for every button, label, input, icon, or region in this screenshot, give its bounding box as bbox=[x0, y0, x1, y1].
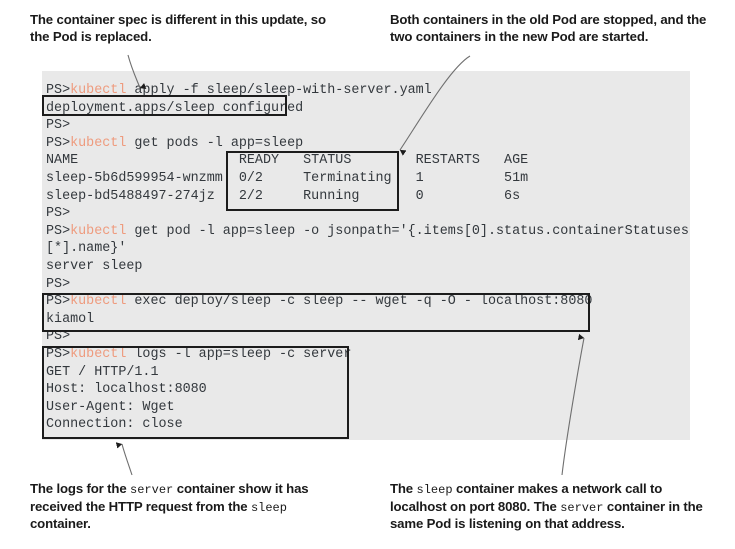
terminal-output-line: sleep-5b6d599954-wnzmm 0/2 Terminating 1… bbox=[46, 170, 529, 186]
terminal-output-line: GET / HTTP/1.1 bbox=[46, 364, 159, 380]
terminal-output-line: User-Agent: Wget bbox=[46, 399, 175, 415]
terminal-command-keyword: kubectl bbox=[70, 346, 127, 362]
highlight-box-logs-output bbox=[42, 346, 349, 439]
terminal-output-line: deployment.apps/sleep configured bbox=[46, 100, 304, 116]
terminal-command-keyword: kubectl bbox=[70, 294, 127, 310]
annotation-bottom-left-code1: server bbox=[130, 483, 174, 497]
terminal-output-line: server sleep bbox=[46, 258, 143, 274]
terminal-output-line: PS> bbox=[46, 206, 71, 222]
terminal-command-line: PS>kubectl logs -l app=sleep -c server bbox=[46, 346, 689, 364]
annotation-top-right: Both containers in the old Pod are stopp… bbox=[390, 12, 707, 44]
terminal-output-line: [*].name}' bbox=[46, 241, 127, 257]
annotation-bottom-left-text3: container. bbox=[30, 516, 91, 531]
terminal-output-line: NAME READY STATUS RESTARTS AGE bbox=[46, 153, 529, 169]
terminal-command-line: PS>kubectl get pods -l app=sleep bbox=[46, 135, 689, 153]
terminal-command-args: logs -l app=sleep -c server bbox=[126, 346, 352, 362]
annotation-bottom-right-code1: sleep bbox=[416, 483, 453, 497]
annotation-bottom-left: The logs for the server container show i… bbox=[30, 481, 320, 533]
terminal-command-args: get pod -l app=sleep -o jsonpath='{.item… bbox=[126, 223, 689, 239]
terminal-prompt: PS> bbox=[46, 83, 71, 98]
terminal-output-line: PS> bbox=[46, 118, 71, 134]
terminal-output-line: Host: localhost:8080 bbox=[46, 382, 207, 398]
terminal-output-line: sleep-bd5488497-274jz 2/2 Running 0 6s bbox=[46, 188, 521, 204]
annotation-bottom-right: The sleep container makes a network call… bbox=[390, 481, 720, 533]
highlight-box-deployment-configured bbox=[42, 95, 287, 116]
terminal-prompt: PS> bbox=[46, 294, 71, 310]
terminal-output-line: kiamol bbox=[46, 311, 95, 327]
annotation-bottom-right-text1: The bbox=[390, 481, 417, 496]
terminal-command-line: PS>kubectl exec deploy/sleep -c sleep --… bbox=[46, 293, 689, 311]
terminal-command-keyword: kubectl bbox=[70, 135, 127, 151]
terminal-command-line: PS>kubectl get pod -l app=sleep -o jsonp… bbox=[46, 223, 689, 241]
annotation-bottom-right-code2: server bbox=[560, 500, 604, 515]
annotation-bottom-right-text3: container in the same Pod is listening o… bbox=[390, 498, 703, 532]
annotation-bottom-left-text1: The logs for the bbox=[30, 481, 131, 496]
terminal-command-line: PS>kubectl apply -f sleep/sleep-with-ser… bbox=[46, 82, 689, 100]
annotation-top-left: The container spec is different in this … bbox=[30, 12, 326, 44]
terminal-output-line: PS> bbox=[46, 276, 71, 292]
leader-line-bottom-left bbox=[115, 442, 133, 476]
terminal-command-keyword: kubectl bbox=[70, 83, 127, 98]
terminal-output-line: Connection: close bbox=[46, 417, 183, 433]
terminal-output-line: PS> bbox=[46, 329, 71, 345]
terminal-prompt: PS> bbox=[46, 223, 71, 239]
annotation-bottom-right-text2: container makes a network call to localh… bbox=[390, 481, 663, 514]
terminal-command-args: exec deploy/sleep -c sleep -- wget -q -O… bbox=[126, 294, 593, 310]
terminal-prompt: PS> bbox=[46, 346, 71, 362]
terminal-command-keyword: kubectl bbox=[70, 223, 127, 239]
annotation-bottom-left-text2: container show it has received the HTTP … bbox=[30, 481, 309, 514]
highlight-box-exec-command bbox=[42, 293, 590, 332]
terminal-output: PS>kubectl apply -f sleep/sleep-with-ser… bbox=[46, 82, 689, 434]
terminal-command-args: get pods -l app=sleep bbox=[126, 135, 304, 151]
annotation-bottom-left-code2: sleep bbox=[250, 500, 287, 515]
highlight-box-pod-status-table bbox=[226, 151, 399, 211]
terminal-prompt: PS> bbox=[46, 135, 71, 151]
